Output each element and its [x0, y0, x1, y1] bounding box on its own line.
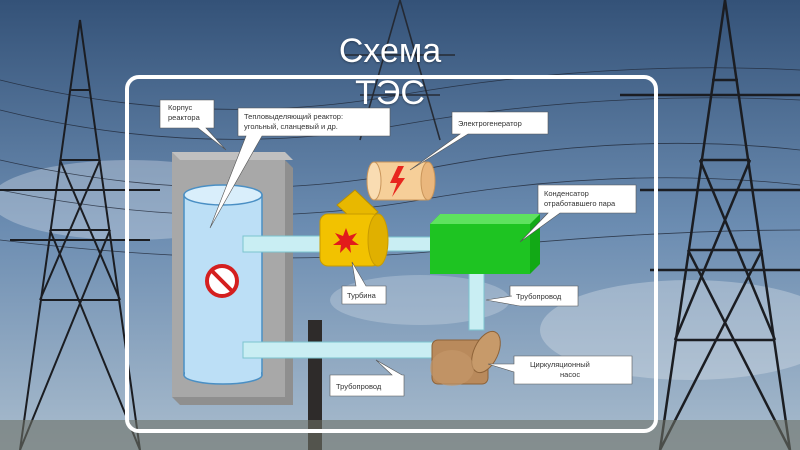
turbine [319, 189, 389, 267]
label-pump-2: насос [560, 370, 580, 379]
lightning-icon [390, 166, 405, 197]
prohibition-icon [205, 264, 239, 298]
label-pump-1: Циркуляционный [530, 360, 590, 369]
explosion-icon [333, 228, 359, 253]
diagram-frame [125, 75, 658, 433]
condenser [430, 214, 540, 274]
label-turbine: Турбина [347, 291, 377, 300]
callout-pump[interactable]: Циркуляционный насос [487, 355, 633, 385]
circulation-pump [430, 330, 501, 386]
callout-condenser[interactable]: Конденсатор отработавшего пара [519, 184, 637, 243]
callout-turbine[interactable]: Турбина [341, 261, 387, 305]
right-tower [620, 0, 800, 450]
callout-pipeline-right[interactable]: Трубопровод [485, 285, 579, 307]
label-condenser-1: Конденсатор [544, 189, 589, 198]
label-fuel-2: угольный, сланцевый и др. [244, 122, 338, 131]
callout-fuel-reactor[interactable]: Тепловыделяющий реактор: угольный, сланц… [209, 107, 391, 229]
label-reactor-housing-1: Корпус [168, 103, 192, 112]
callout-reactor-housing[interactable]: Корпус реактора [159, 99, 227, 151]
callout-pipeline-bottom[interactable]: Трубопровод [329, 359, 405, 397]
label-fuel-1: Тепловыделяющий реактор: [244, 112, 343, 121]
label-generator: Электрогенератор [458, 119, 522, 128]
label-pipeline-right: Трубопровод [516, 292, 562, 301]
label-pipeline-bottom: Трубопровод [336, 382, 382, 391]
center-tower [345, 0, 455, 141]
slide-title: Схема ТЭС [338, 32, 442, 112]
pipes [242, 235, 485, 359]
label-reactor-housing-2: реактора [168, 113, 201, 122]
label-condenser-2: отработавшего пара [544, 199, 616, 208]
callout-generator[interactable]: Электрогенератор [409, 111, 549, 171]
left-tower [0, 19, 160, 450]
